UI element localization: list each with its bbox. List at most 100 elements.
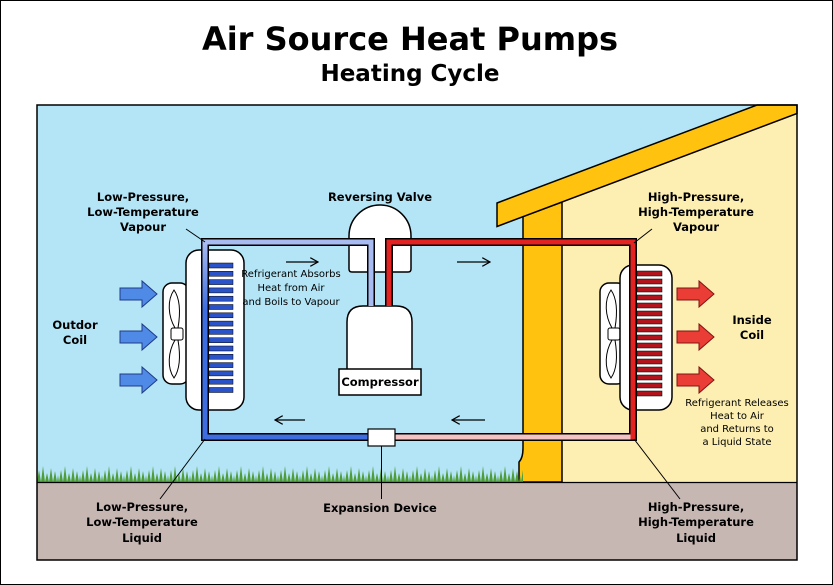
label-line: Low-Pressure, [97,190,189,204]
arrow-right-icon [676,322,715,352]
inside-coil-fin [636,286,663,293]
compressor-body [346,305,413,373]
label-line: Vapour [120,220,166,234]
arrow-right-icon [119,365,158,395]
outdoor-coil-fin [208,262,234,269]
fan-blade-icon [605,339,617,379]
inside-coil-fin [636,366,663,373]
outdoor-coil-fin [208,370,234,377]
pipe-low-pressure-vapour [202,239,374,306]
leader-line [185,228,206,243]
outdoor-coil-fin [208,362,234,368]
arrow-right-icon [676,365,715,395]
outdoor-coil-fin [208,287,234,294]
high-pressure-liquid-label: High-Pressure, High-Temperature Liquid [638,500,754,545]
inside-coil-fin [636,326,663,333]
label-line: Coil [63,333,87,347]
label-line: High-Pressure, [648,190,744,204]
inside-coil-fin [636,374,663,381]
inside-coil-fin [636,302,663,309]
cold-air-arrows [119,279,158,395]
inside-coil-fin [636,390,663,397]
absorbs-heat-note: Refrigerant Absorbs Heat from Air and Bo… [241,269,340,308]
label-line: Inside [732,313,771,327]
diagram-subtitle: Heating Cycle [320,61,499,87]
label-line: Low-Pressure, [96,500,188,514]
fan-hub-icon [170,327,184,341]
inside-coil-fin [636,294,663,301]
expansion-device [367,428,396,447]
fan-blade-icon [605,289,617,329]
note-line: and Returns to [700,424,774,435]
low-pressure-liquid-label: Low-Pressure, Low-Temperature Liquid [86,500,198,545]
inside-coil-fins [636,270,663,397]
inside-coil-fin [636,382,663,389]
label-line: High-Pressure, [648,500,744,514]
label-line: High-Temperature [638,515,754,529]
ground [37,482,797,560]
outdoor-coil-fin [208,295,234,302]
outdoor-coil-fin [208,387,234,393]
inside-coil-fin [636,310,663,317]
outdoor-coil-fin [208,320,234,327]
refrigerant-loop [201,238,637,441]
note-line: Heat from Air [257,283,325,294]
label-line: Vapour [673,220,719,234]
inside-coil-fin [636,342,663,349]
label-line: Outdor [52,318,98,332]
leader-line [633,228,653,244]
note-line: Refrigerant Absorbs [241,269,340,280]
inside-coil-fin [636,318,663,325]
note-line: and Boils to Vapour [242,297,340,308]
outdoor-fan [162,282,190,385]
outdoor-coil-fin [208,337,234,343]
reversing-valve-label: Reversing Valve [328,190,432,204]
releases-heat-note: Refrigerant Releases Heat to Air and Ret… [685,398,789,448]
label-line: High-Temperature [638,205,754,219]
outdoor-coil-fin [208,354,234,360]
expansion-device-label: Expansion Device [323,501,437,515]
outdoor-coil-fin [208,378,234,385]
warm-air-arrows [676,279,715,395]
outdoor-coil-fin [208,345,234,352]
fan-hub-icon [607,327,621,341]
arrow-right-icon [676,279,715,309]
high-pressure-vapour-label: High-Pressure, High-Temperature Vapour [638,190,754,234]
label-line: Liquid [122,531,162,545]
label-line: Low-Temperature [87,205,199,219]
inside-coil-fin [636,350,663,357]
arrow-right-icon [119,279,158,309]
label-line: Liquid [676,531,716,545]
outdoor-coil-label: Outdor Coil [52,318,98,347]
outdoor-coil-fin [208,304,234,310]
leader-line [633,438,681,500]
inside-coil-fin [636,334,663,341]
label-line: Coil [740,328,764,342]
note-line: Heat to Air [710,411,765,422]
outdoor-coil-fin [208,271,234,277]
diagram-title: Air Source Heat Pumps [202,20,618,58]
arrow-right-icon [119,322,158,352]
pipe-high-pressure-vapour [386,239,636,440]
inside-coil-label: Inside Coil [732,313,771,342]
scene-frame [36,104,798,561]
inside-coil-fin [636,358,663,365]
outdoor-coil-fins [208,262,234,393]
outdoor-coil-fin [208,279,234,285]
note-line: Refrigerant Releases [685,398,789,409]
compressor-label-box [338,368,422,396]
outdoor-coil-fin [208,312,234,319]
fan-blade-icon [168,339,180,379]
inside-coil-fin [636,270,663,277]
leader-line [159,438,206,500]
label-line: Low-Temperature [86,515,198,529]
pipe-low-pressure-liquid [202,244,381,440]
outdoor-coil-fin [208,329,234,335]
reversing-valve [348,204,412,273]
inside-coil-fin [636,278,663,285]
note-line: a Liquid State [702,437,771,448]
grass [37,464,523,482]
low-pressure-vapour-label: Low-Pressure, Low-Temperature Vapour [87,190,199,234]
compressor-label: Compressor [341,375,419,389]
